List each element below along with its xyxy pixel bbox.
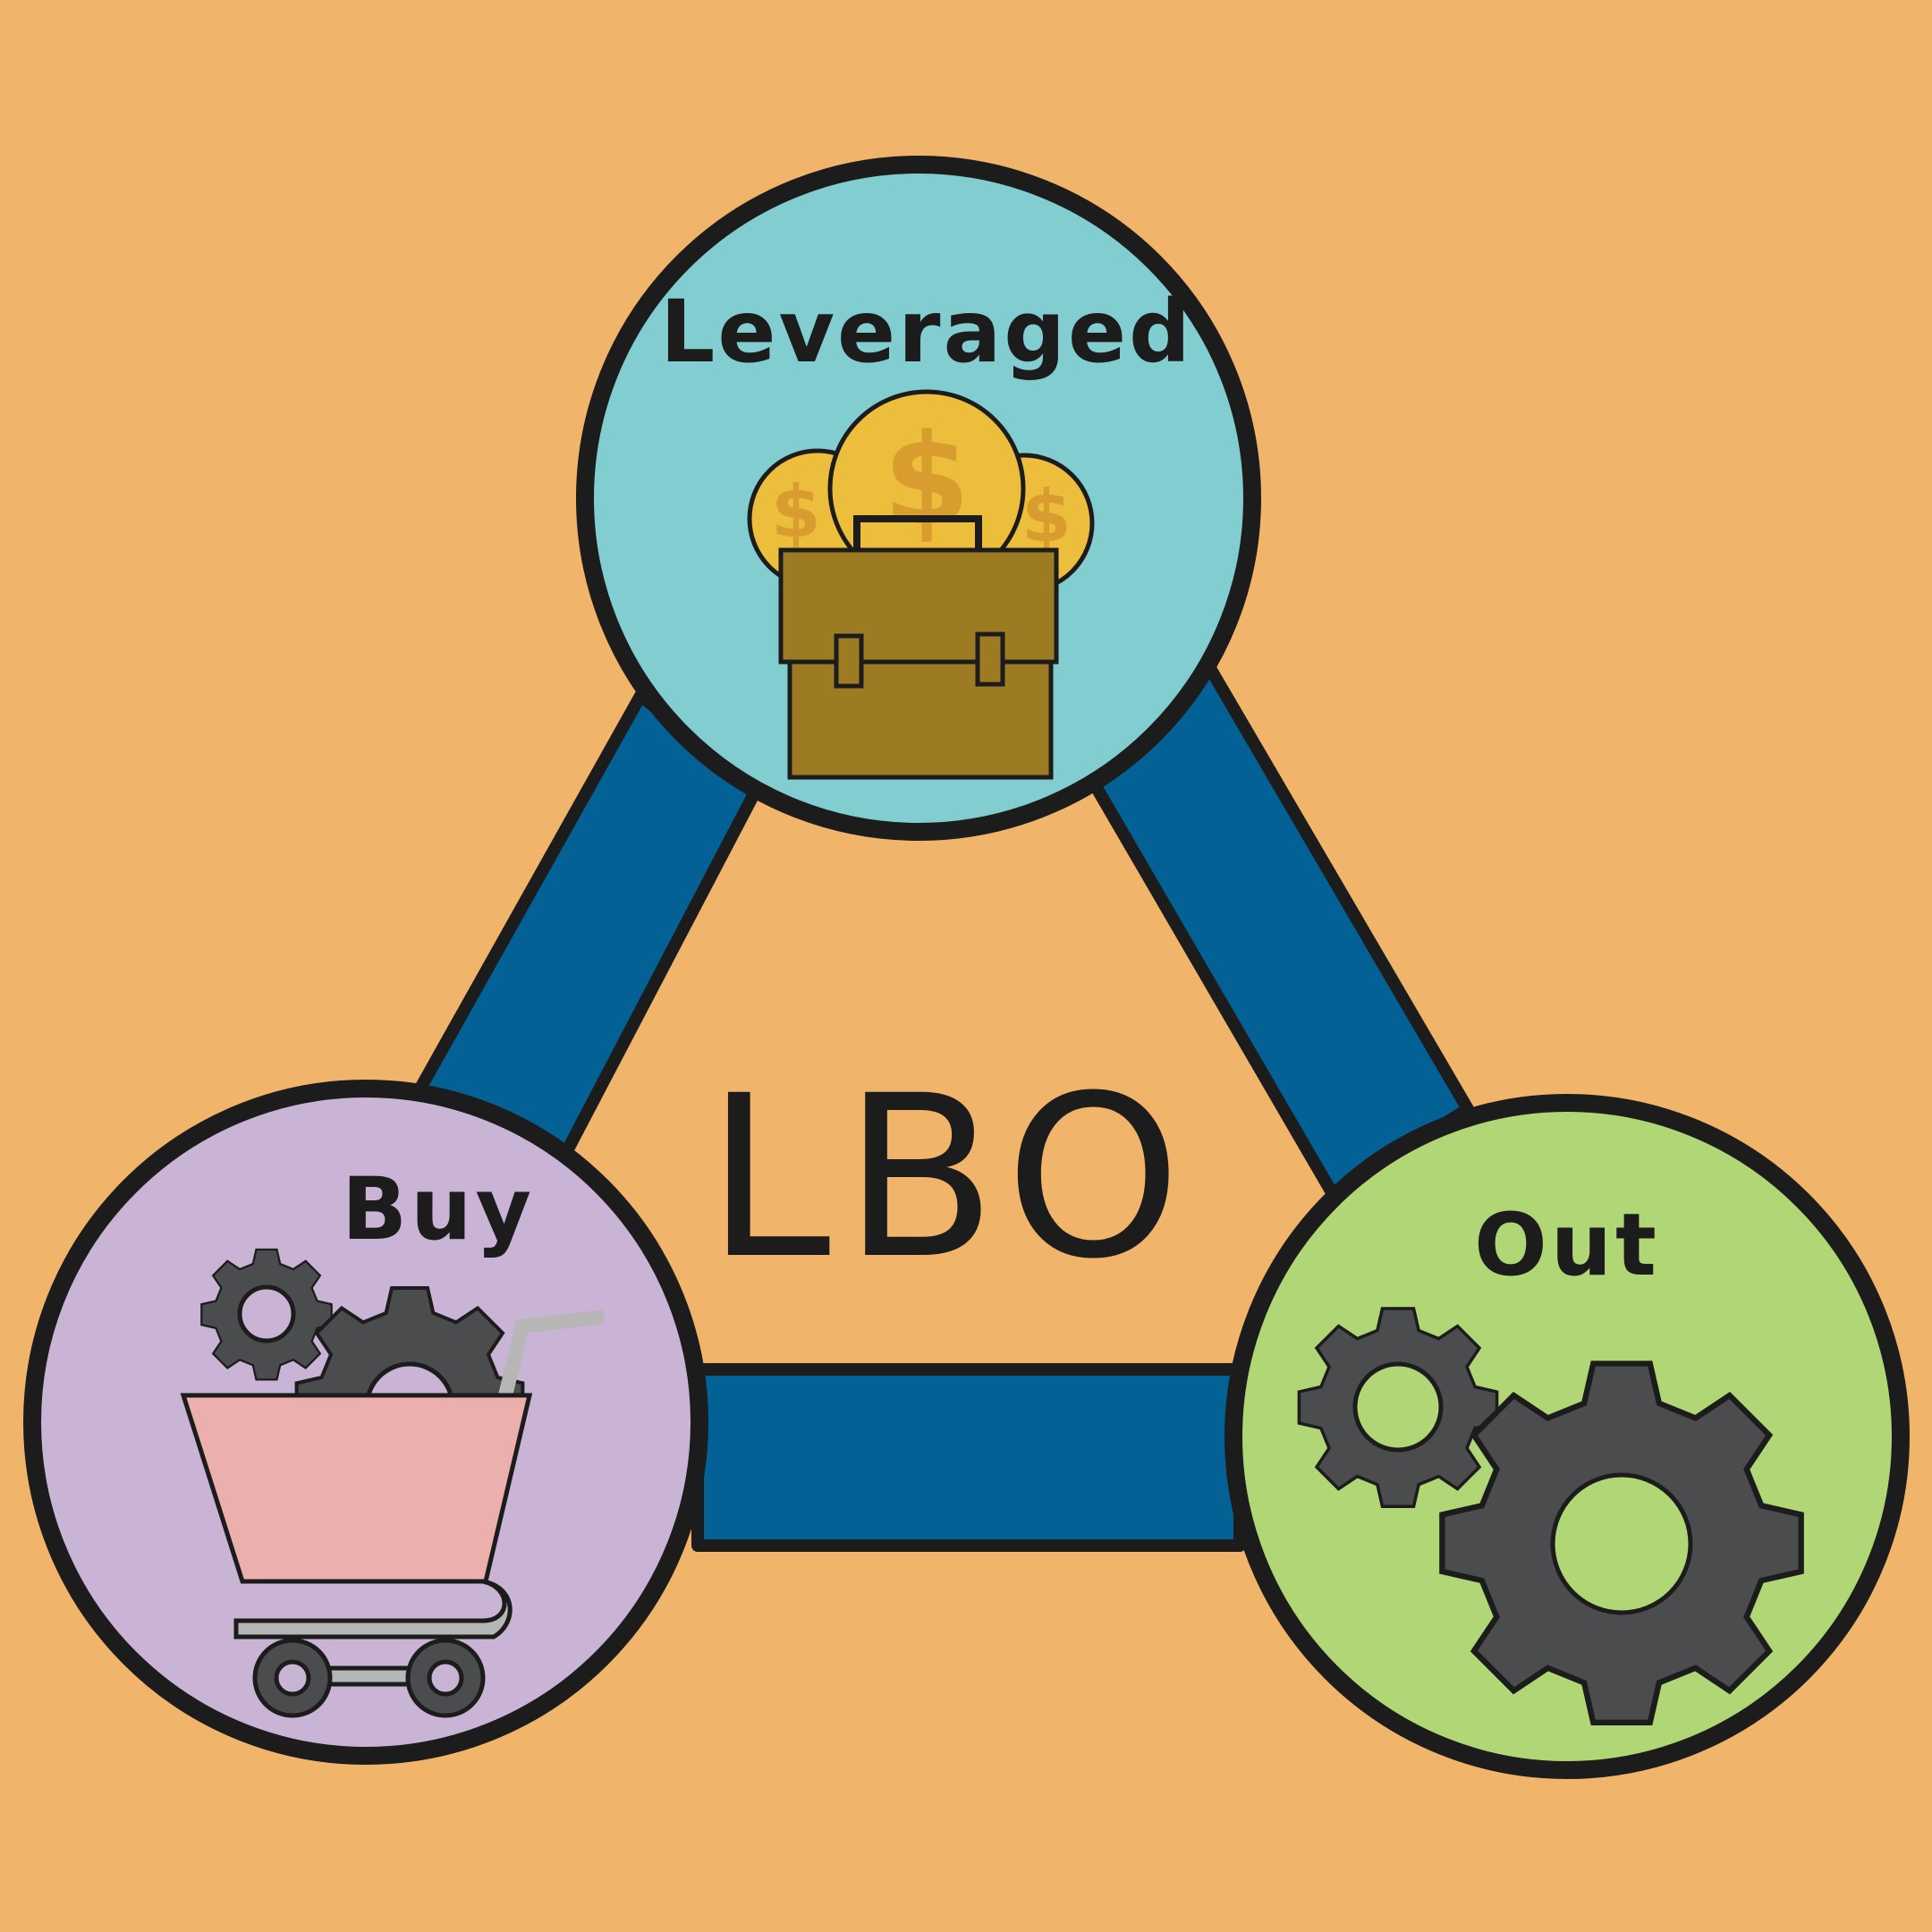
cart-basket — [180, 1393, 533, 1584]
cart-handle — [496, 1309, 605, 1404]
money-briefcase-icon: $ $ $ — [747, 389, 1095, 780]
briefcase-clasp-right — [975, 631, 1005, 687]
dollar-sign-left: $ — [771, 470, 821, 554]
cart-gear-small-hole — [237, 1284, 296, 1343]
briefcase-lid — [778, 547, 1059, 665]
cart-frame — [233, 1579, 513, 1640]
gears-icon — [1297, 1307, 1801, 1723]
node-leveraged: Leveraged $ $ $ — [576, 156, 1261, 841]
shopping-cart-gears-icon — [180, 1248, 605, 1718]
briefcase-clasp-left — [834, 633, 864, 689]
gear-large-hole — [1550, 1472, 1693, 1615]
dollar-sign-center: $ — [883, 408, 970, 554]
briefcase-body — [787, 657, 1054, 780]
cart-wheel-right-hub — [427, 1659, 464, 1697]
gear-small-hole — [1352, 1361, 1444, 1453]
node-out-label: Out — [1474, 1195, 1660, 1295]
node-leveraged-label: Leveraged — [660, 282, 1193, 382]
center-label: LBO — [706, 1047, 1193, 1308]
node-buy: Buy — [23, 1080, 708, 1765]
dollar-sign-right: $ — [1021, 475, 1072, 558]
node-buy-label: Buy — [342, 1159, 535, 1259]
node-out: Out — [1224, 1094, 1910, 1779]
connector-buy-out — [691, 1363, 1246, 1552]
cart-wheel-left-hub — [274, 1659, 311, 1697]
connectors — [411, 653, 1474, 1552]
